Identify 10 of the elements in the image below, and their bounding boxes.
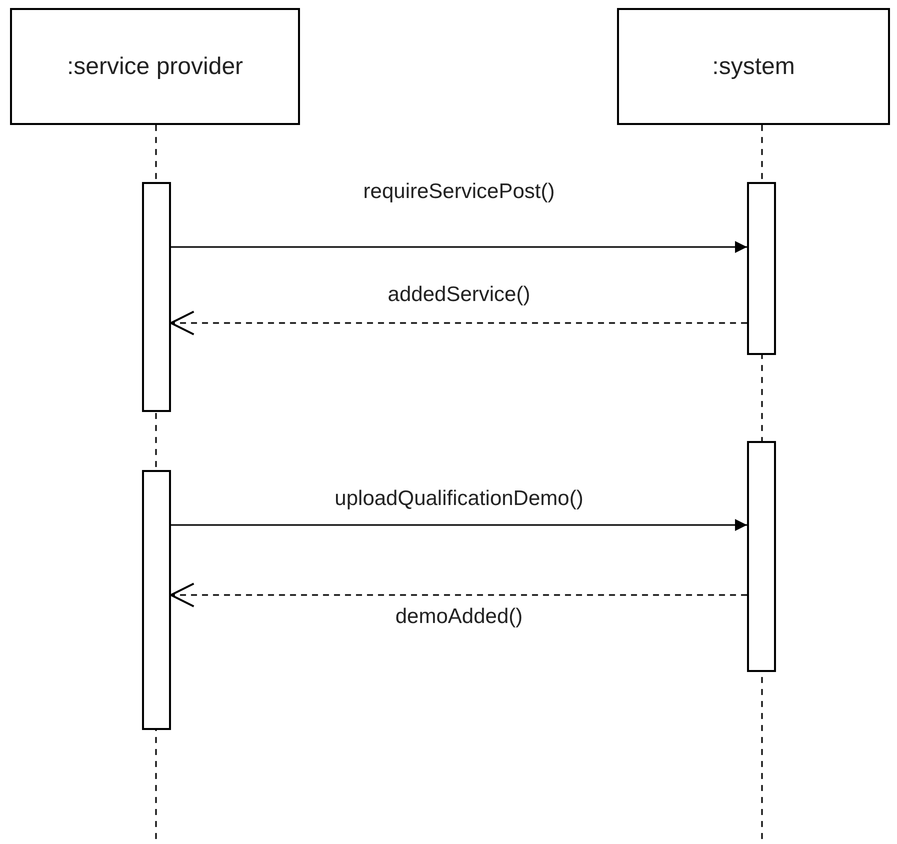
lifeline-head: :service provider [10, 8, 300, 125]
activation-bar [142, 182, 171, 412]
return-message-arrow [170, 310, 747, 336]
activation-bar [747, 182, 776, 355]
activation-bar [142, 470, 171, 730]
message-arrow [171, 241, 747, 253]
lifeline-head: :system [617, 8, 890, 125]
message-arrow [171, 519, 747, 531]
return-message-arrow [170, 582, 747, 608]
activation-bar [747, 441, 776, 672]
